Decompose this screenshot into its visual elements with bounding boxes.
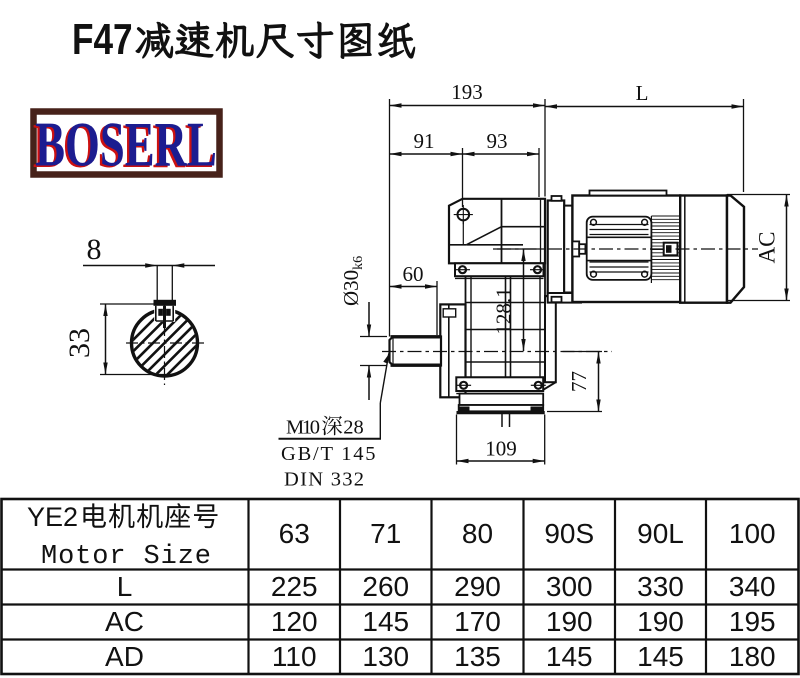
svg-text:193: 193 xyxy=(451,80,483,104)
svg-text:33: 33 xyxy=(63,328,96,358)
svg-text:135: 135 xyxy=(454,641,501,672)
svg-text:145: 145 xyxy=(362,606,409,637)
svg-text:90L: 90L xyxy=(637,518,684,549)
svg-text:71: 71 xyxy=(370,518,401,549)
svg-text:YE2: YE2 xyxy=(27,502,78,532)
svg-text:8: 8 xyxy=(87,233,102,266)
svg-text:90S: 90S xyxy=(544,518,594,549)
svg-text:DIN 332: DIN 332 xyxy=(284,469,364,491)
svg-text:BOSERL: BOSERL xyxy=(35,109,217,180)
svg-text:190: 190 xyxy=(637,606,684,637)
svg-text:145: 145 xyxy=(637,641,684,672)
svg-text:109: 109 xyxy=(485,437,517,461)
svg-text:300: 300 xyxy=(546,571,593,602)
svg-text:100: 100 xyxy=(729,518,776,549)
svg-text:77: 77 xyxy=(567,371,591,392)
svg-text:63: 63 xyxy=(279,518,310,549)
svg-text:260: 260 xyxy=(362,571,409,602)
svg-text:170: 170 xyxy=(454,606,501,637)
svg-text:120: 120 xyxy=(271,606,318,637)
svg-text:60: 60 xyxy=(403,262,424,286)
svg-text:AC: AC xyxy=(755,232,780,264)
svg-text:180: 180 xyxy=(729,641,776,672)
svg-text:L: L xyxy=(117,571,133,602)
svg-text:AD: AD xyxy=(105,641,144,672)
svg-text:M10: M10 xyxy=(286,417,320,439)
svg-text:290: 290 xyxy=(454,571,501,602)
svg-text:195: 195 xyxy=(729,606,776,637)
svg-text:80: 80 xyxy=(462,518,493,549)
svg-text:225: 225 xyxy=(271,571,318,602)
svg-text:28: 28 xyxy=(343,417,364,439)
svg-text:93: 93 xyxy=(487,129,508,153)
svg-text:145: 145 xyxy=(546,641,593,672)
svg-text:130: 130 xyxy=(362,641,409,672)
svg-text:91: 91 xyxy=(414,129,435,153)
svg-text:Motor Size: Motor Size xyxy=(41,542,211,572)
svg-text:128.1: 128.1 xyxy=(492,287,516,334)
svg-text:340: 340 xyxy=(729,571,776,602)
svg-text:BOSERL: BOSERL xyxy=(33,110,215,181)
svg-text:GB/T 145: GB/T 145 xyxy=(281,443,376,465)
svg-text:190: 190 xyxy=(546,606,593,637)
svg-text:F47: F47 xyxy=(72,15,133,64)
svg-text:330: 330 xyxy=(637,571,684,602)
svg-text:110: 110 xyxy=(272,641,317,672)
svg-text:AC: AC xyxy=(105,606,144,637)
svg-text:L: L xyxy=(636,81,649,105)
